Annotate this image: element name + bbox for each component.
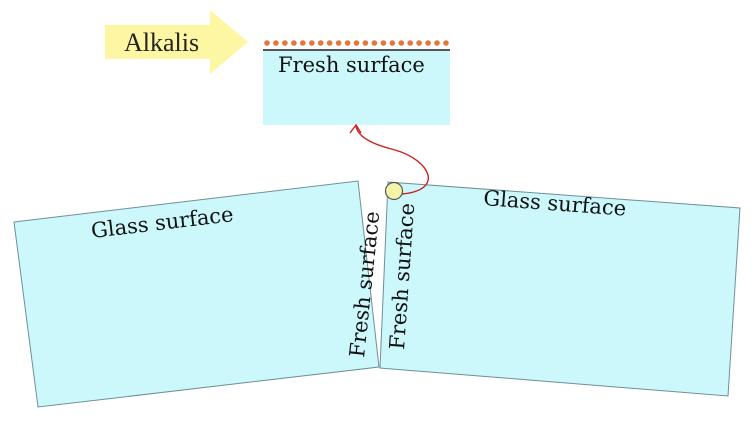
alkali-dot	[362, 40, 369, 46]
alkali-dot	[273, 40, 279, 46]
alkali-dot	[389, 40, 396, 46]
callout-curve	[355, 125, 429, 195]
alkali-dot	[380, 40, 387, 46]
inset-fresh-surface-box	[263, 50, 450, 125]
right-glass-piece	[379, 181, 741, 397]
alkali-dot	[317, 40, 324, 46]
alkali-dot	[326, 40, 333, 46]
alkali-dot	[291, 40, 297, 46]
alkali-dot	[443, 40, 449, 46]
magnification-circle	[384, 181, 404, 201]
alkali-dot	[371, 40, 378, 46]
left-glass-piece	[13, 180, 380, 408]
alkali-dot	[309, 40, 315, 46]
callout-arrowhead	[349, 123, 362, 134]
alkali-dot	[282, 40, 288, 46]
alkali-dot-row	[264, 40, 449, 46]
alkali-dot	[416, 40, 422, 46]
alkali-dot	[335, 40, 342, 46]
alkali-dot	[344, 40, 351, 46]
alkalis-arrow	[105, 10, 248, 74]
alkali-dot	[264, 40, 270, 46]
alkali-dot	[407, 40, 414, 46]
alkali-dot	[425, 40, 431, 46]
inset-fresh-surface-label: Fresh surface	[278, 53, 425, 77]
alkali-dot	[300, 40, 306, 46]
alkali-dot	[398, 40, 405, 46]
alkalis-label: Alkalis	[124, 28, 199, 57]
alkali-dot	[353, 40, 360, 46]
alkali-dot	[434, 40, 440, 46]
